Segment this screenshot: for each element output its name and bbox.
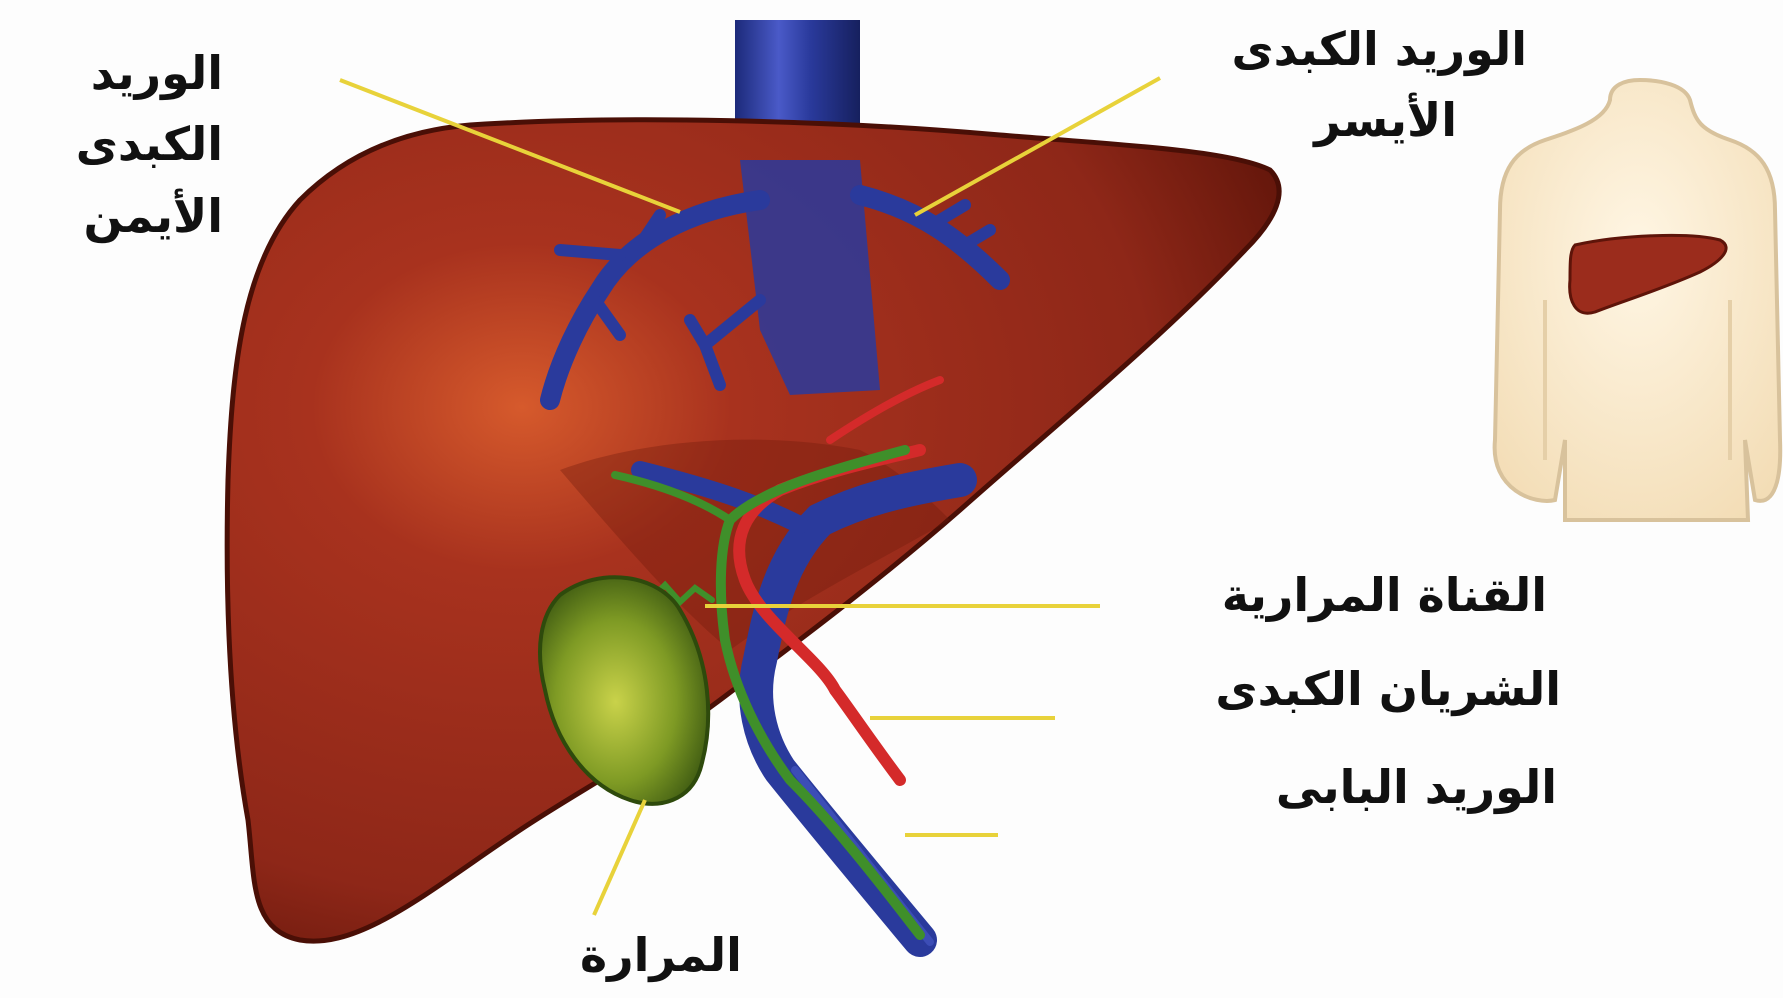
- label-hepatic-artery: الشريان الكبدى: [1215, 654, 1561, 725]
- label-portal-vein: الوريد البابى: [1276, 752, 1557, 823]
- leader-gallbladder: [594, 800, 645, 915]
- label-text: القناة المرارية: [1222, 560, 1547, 631]
- label-line: الأيمن: [76, 181, 223, 252]
- label-gallbladder: المرارة: [580, 920, 742, 991]
- label-right-hepatic-vein: الوريد الكبدى الأيمن: [76, 38, 223, 252]
- label-left-hepatic-vein: الوريد الكبدى الأيسر: [1231, 14, 1527, 157]
- label-text: المرارة: [580, 920, 742, 991]
- label-line: الأيسر: [1231, 85, 1457, 156]
- label-text: الوريد البابى: [1276, 752, 1557, 823]
- label-line: الوريد الكبدى: [1231, 14, 1527, 85]
- label-line: الوريد: [76, 38, 223, 109]
- label-text: الشريان الكبدى: [1215, 654, 1561, 725]
- label-line: الكبدى: [76, 109, 223, 180]
- body-silhouette: [1495, 80, 1781, 520]
- body-silhouette-inset: [1495, 80, 1781, 520]
- label-bile-duct: القناة المرارية: [1222, 560, 1547, 631]
